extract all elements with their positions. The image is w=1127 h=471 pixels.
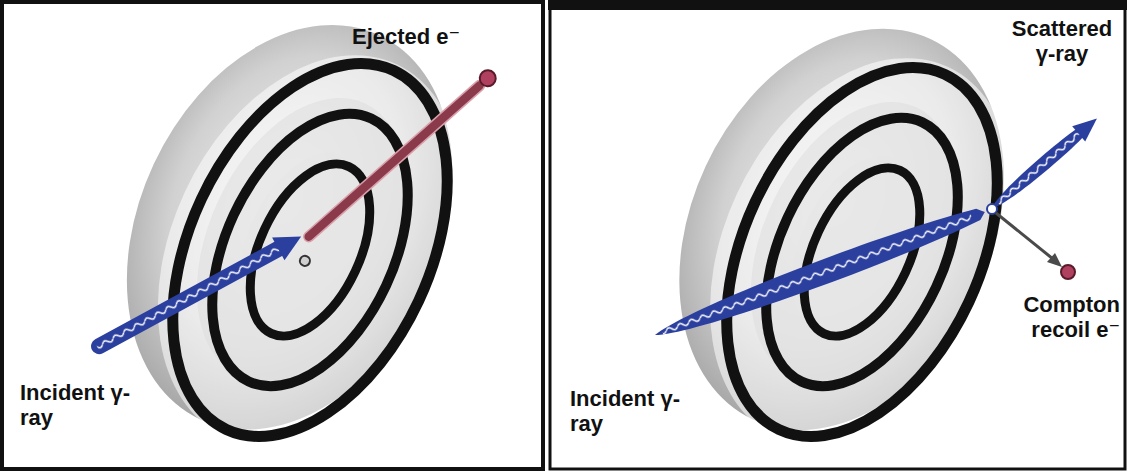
callout-label: Scattered γ-ray: [1003, 16, 1121, 67]
callout-label: Compton recoil e⁻: [990, 292, 1120, 343]
gamma-ray: [86, 225, 308, 361]
callout-label: Incident γ-ray: [20, 380, 132, 431]
callout-label: Incident γ-ray: [570, 386, 682, 437]
callout-label: Ejected e⁻: [352, 24, 460, 49]
header-bar: [548, 0, 1127, 10]
ejected-electron: [300, 67, 499, 246]
atom-shells: [614, 0, 1080, 471]
gamma-ray: [651, 200, 989, 346]
recoil-electron: [987, 204, 1075, 279]
scattered-gamma-ray: [986, 111, 1104, 216]
atom-shells: [62, 0, 530, 471]
